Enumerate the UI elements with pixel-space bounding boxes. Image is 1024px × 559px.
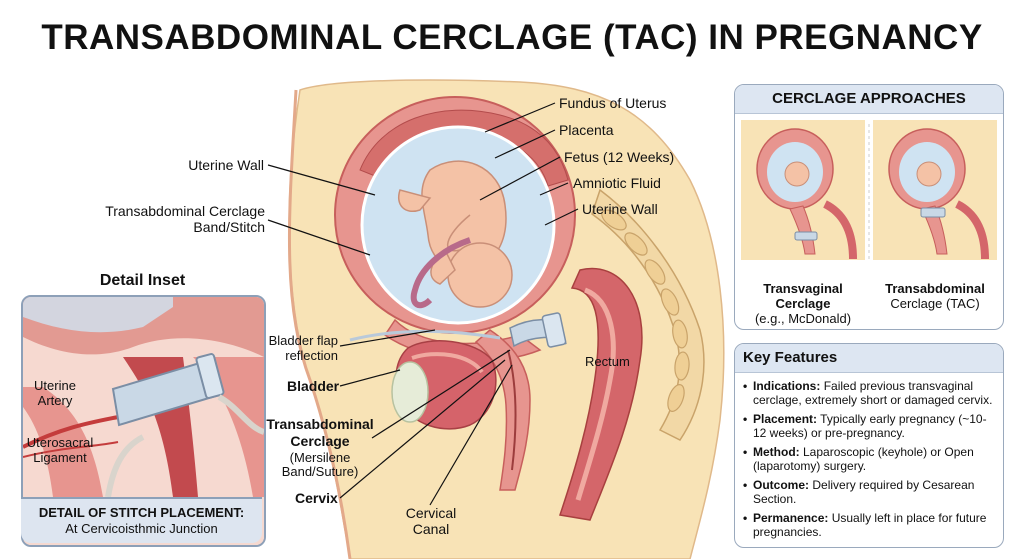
inset-caption-subtitle: At Cervicoisthmic Junction: [65, 521, 218, 536]
approach-left-line2: Cerclage: [775, 296, 831, 311]
list-item: Outcome: Delivery required by Cesarean S…: [743, 478, 995, 506]
inset-label-uterosacral-line2: Ligament: [33, 450, 87, 465]
feature-text: Delivery required by Cesarean Section.: [753, 478, 975, 506]
label-rectum: Rectum: [585, 354, 630, 369]
fetus: [398, 160, 513, 308]
skin-outline: [287, 89, 352, 559]
approach-right-line2: Cerclage (TAC): [890, 296, 980, 311]
feature-term: Placement:: [753, 412, 818, 426]
label-cervix: Cervix: [295, 490, 338, 506]
inset-caption-heading: DETAIL OF STITCH PLACEMENT:: [38, 505, 245, 520]
page-title: TRANSABDOMINAL CERCLAGE (TAC) IN PREGNAN…: [41, 18, 983, 57]
label-uterine-wall-left: Uterine Wall: [188, 157, 264, 173]
leader-lines: [267, 102, 579, 506]
inset-label-uterine-artery-line1: Uterine: [34, 378, 76, 393]
transvaginal-illustration: [741, 120, 865, 260]
label-fetus: Fetus (12 Weeks): [564, 149, 675, 165]
label-bladder-flap-line1: Bladder flap: [268, 333, 338, 348]
label-cervical-canal-line1: Cervical: [405, 505, 457, 521]
inset-label-uterine-artery-line2: Artery: [37, 393, 73, 408]
feature-term: Permanence:: [753, 511, 829, 525]
list-item: Permanence: Usually left in place for fu…: [743, 511, 995, 539]
feature-term: Method:: [753, 445, 800, 459]
feature-term: Outcome:: [753, 478, 810, 492]
label-tac-line3: (Mersilene: [289, 450, 351, 465]
label-tac-line1: Transabdominal: [266, 416, 374, 432]
stitch-band-detail: [111, 353, 225, 427]
list-item: Indications: Failed previous transvagina…: [743, 379, 995, 407]
approaches-heading: CERCLAGE APPROACHES: [735, 85, 1003, 114]
inset-caption: DETAIL OF STITCH PLACEMENT: At Cervicois…: [21, 497, 262, 543]
key-features-heading: Key Features: [735, 344, 1003, 373]
label-fundus: Fundus of Uterus: [559, 95, 667, 111]
label-tac-line4: Band/Suture): [281, 464, 359, 479]
label-cervical-canal-line2: Canal: [412, 521, 450, 537]
inset-illustration: [23, 297, 264, 545]
label-uterine-wall-right: Uterine Wall: [582, 201, 658, 217]
vertebrae: [601, 209, 690, 412]
feature-term: Indications:: [753, 379, 821, 393]
label-tac-band-line2: Band/Stitch: [193, 219, 265, 235]
approaches-illustrations: [741, 120, 997, 260]
key-features-list: Indications: Failed previous transvagina…: [735, 373, 1003, 539]
approach-right-line1: Transabdominal: [885, 281, 985, 296]
cervical-canal: [507, 349, 517, 471]
inset-title: Detail Inset: [99, 272, 186, 289]
label-bladder: Bladder: [287, 378, 340, 394]
approach-left-line1: Transvaginal: [763, 281, 843, 296]
approach-left-line3: (e.g., McDonald): [754, 311, 852, 326]
list-item: Placement: Typically early pregnancy (~1…: [743, 412, 995, 440]
list-item: Method: Laparoscopic (keyhole) or Open (…: [743, 445, 995, 473]
key-features-panel: Key Features Indications: Failed previou…: [734, 343, 1004, 548]
label-tac-line2: Cerclage: [290, 433, 350, 449]
detail-inset-panel: [21, 295, 266, 547]
feature-text: Typically early pregnancy (~10-12 weeks)…: [753, 412, 987, 440]
feature-text: Usually left in place for future pregnan…: [753, 511, 987, 539]
cervix: [474, 329, 531, 491]
cerclage-band: [509, 312, 567, 348]
rectum: [559, 267, 643, 521]
label-tac-band-line1: Transabdominal Cerclage: [105, 203, 265, 219]
label-placenta: Placenta: [559, 122, 614, 138]
pubic-bone: [391, 361, 429, 423]
feature-text: Laparoscopic (keyhole) or Open (laparoto…: [753, 445, 974, 473]
label-amniotic-fluid: Amniotic Fluid: [573, 175, 661, 191]
feature-text: Failed previous transvaginal cerclage, e…: [753, 379, 993, 407]
label-bladder-flap-line2: reflection: [285, 348, 338, 363]
inset-label-uterosacral-line1: Uterosacral: [26, 435, 94, 450]
approaches-panel: CERCLAGE APPROACHES Transvaginal Cerclag…: [734, 84, 1004, 330]
transabdominal-illustration: [873, 120, 997, 260]
umbilical-cord: [410, 237, 471, 309]
